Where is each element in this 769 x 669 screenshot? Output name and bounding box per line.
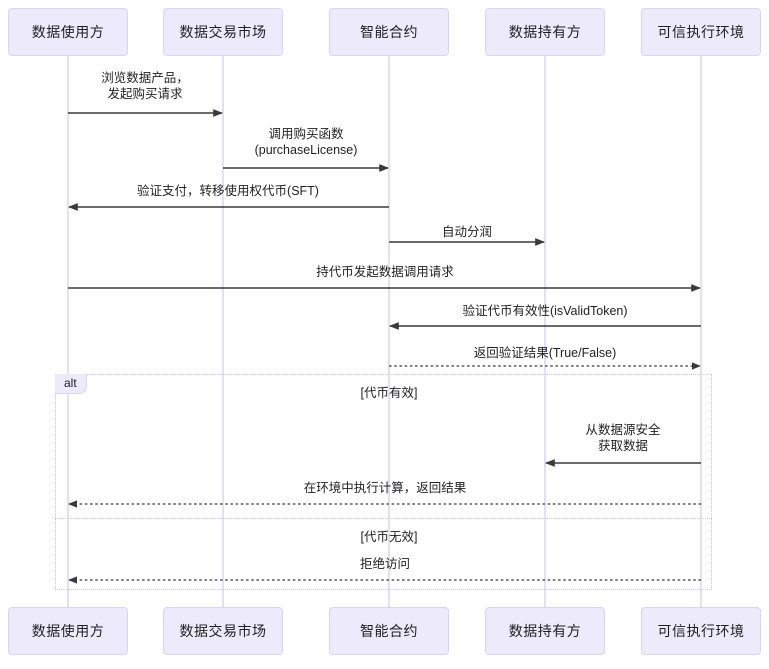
message-label-m9: 在环境中执行计算，返回结果 — [303, 481, 467, 495]
lifelines — [67, 55, 702, 607]
participant-tee-header[interactable]: 可信执行环境 — [641, 8, 761, 56]
participant-market-footer[interactable]: 数据交易市场 — [163, 607, 283, 655]
message-label-m3: 验证支付，转移使用权代币(SFT) — [137, 184, 319, 198]
message-label-m6: 验证代币有效性(isValidToken) — [462, 304, 628, 318]
participant-contract-footer[interactable]: 智能合约 — [329, 607, 449, 655]
message-label-m5: 持代币发起数据调用请求 — [316, 265, 454, 279]
message-label-m8: 从数据源安全 获取数据 — [585, 423, 661, 453]
participant-consumer-footer[interactable]: 数据使用方 — [8, 607, 128, 655]
message-label-m4: 自动分润 — [441, 225, 493, 239]
participant-owner-footer[interactable]: 数据持有方 — [485, 607, 605, 655]
participant-market-header[interactable]: 数据交易市场 — [163, 8, 283, 56]
alt-condition-1: [代币无效] — [360, 530, 418, 544]
message-label-m7: 返回验证结果(True/False) — [473, 346, 617, 360]
participant-owner-header[interactable]: 数据持有方 — [485, 8, 605, 56]
alt-fragment-tag: alt — [55, 374, 87, 394]
alt-branch-divider — [55, 518, 712, 519]
message-label-m2: 调用购买函数 (purchaseLicense) — [254, 127, 358, 157]
message-label-m10: 拒绝访问 — [359, 557, 411, 571]
alt-frame-border — [55, 374, 712, 590]
message-label-m1: 浏览数据产品， 发起购买请求 — [101, 71, 189, 101]
participant-contract-header[interactable]: 智能合约 — [329, 8, 449, 56]
message-arrows — [68, 109, 701, 584]
participant-tee-footer[interactable]: 可信执行环境 — [641, 607, 761, 655]
participant-consumer-header[interactable]: 数据使用方 — [8, 8, 128, 56]
alt-condition-0: [代币有效] — [360, 386, 418, 400]
